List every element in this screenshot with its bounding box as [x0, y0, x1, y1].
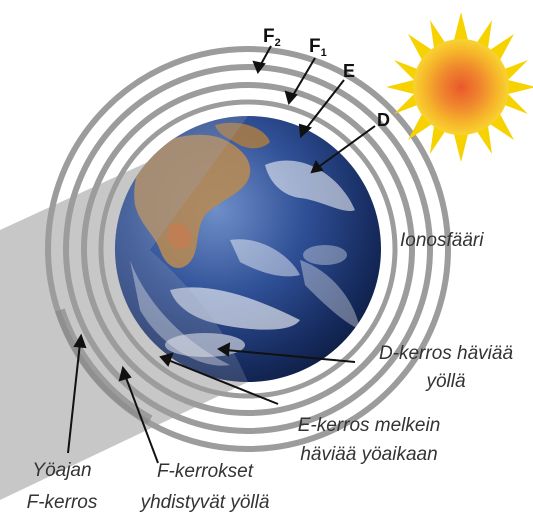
night-f-layer-arc	[55, 308, 153, 425]
note-night-f-2: F-kerros	[27, 492, 98, 513]
label-ionosphere: Ionosfääri	[400, 230, 484, 251]
ring-f1	[63, 64, 433, 434]
sun	[386, 12, 533, 162]
note-arrows	[67, 333, 356, 464]
ring-d	[98, 99, 398, 399]
note-f-merge-2: yhdistyvät yöllä	[139, 492, 270, 513]
note-d-night-2: yöllä	[424, 371, 465, 392]
note-e-night-1: E-kerros melkein	[298, 415, 441, 436]
label-f2-main: F2F2	[263, 26, 281, 49]
layer-arrows	[252, 45, 376, 174]
note-f-merge-1: F-kerrokset	[157, 461, 254, 482]
earth-night-shade	[115, 116, 248, 382]
note-d-night-1: D-kerros häviää	[379, 343, 513, 364]
ring-e	[81, 82, 415, 416]
label-e: E	[343, 61, 355, 81]
label-f1-main: F1F1	[309, 36, 327, 59]
note-e-night-2: häviää yöaikaan	[300, 444, 437, 465]
label-d: D	[377, 110, 390, 130]
ionosphere-rings	[45, 46, 451, 452]
ring-f2	[45, 46, 451, 452]
earth	[115, 116, 381, 382]
continent-africa	[134, 134, 251, 269]
sun-rays	[386, 12, 533, 162]
note-night-f-1: Yöajan	[32, 460, 91, 481]
